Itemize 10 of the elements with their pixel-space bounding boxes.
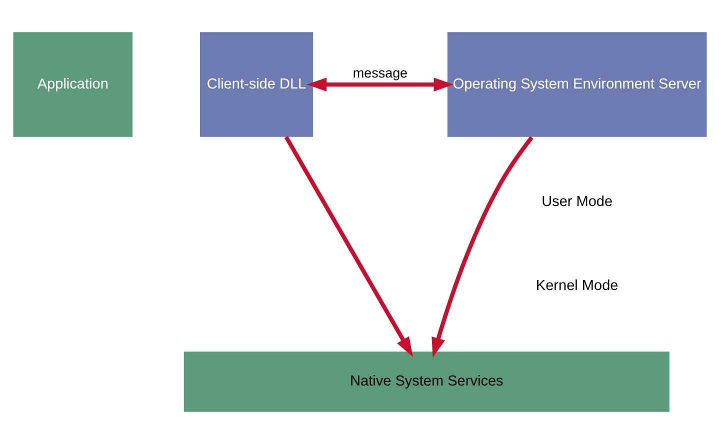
label: User Mode: [541, 194, 612, 210]
arrow: [306, 78, 454, 92]
arrow: [284, 136, 412, 357]
edge-label: message: [352, 66, 408, 81]
node-box: Native System Services: [183, 352, 669, 412]
arrow: [431, 136, 533, 358]
label: Kernel Mode: [535, 278, 618, 294]
node-box: Client-side DLL: [199, 32, 313, 137]
node-box: Application: [12, 32, 132, 137]
node-box: Operating System Environment Server: [446, 32, 706, 137]
